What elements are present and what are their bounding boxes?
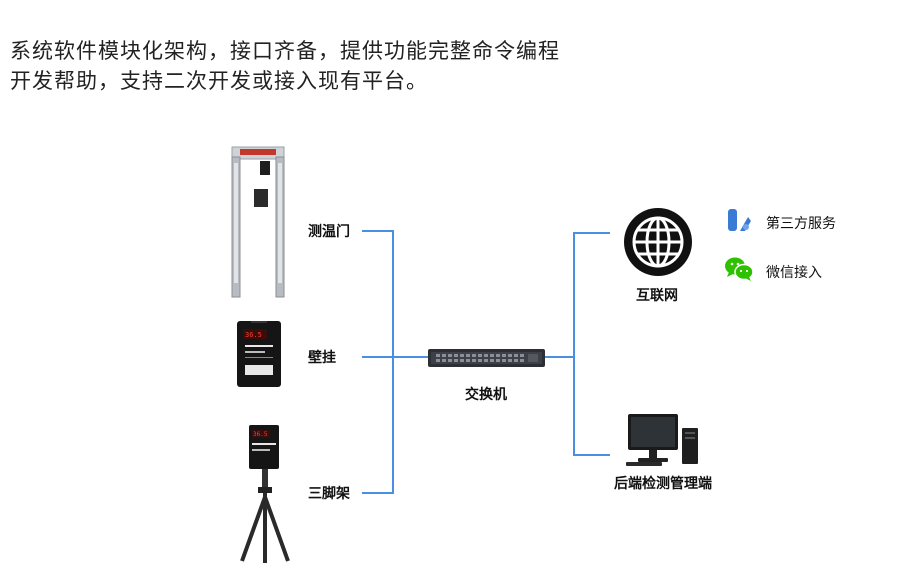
label-third-party-service: 第三方服务 xyxy=(766,216,836,232)
svg-text:36.5: 36.5 xyxy=(245,331,262,339)
left-bus-line xyxy=(362,230,394,494)
temperature-gate-device xyxy=(231,146,285,298)
backend-computer-device xyxy=(626,414,698,466)
intro-line-1: 系统软件模块化架构，接口齐备，提供功能完整命令编程 xyxy=(10,39,560,63)
third-party-service-icon xyxy=(728,209,751,231)
wall-mount-device: 36.5 xyxy=(237,321,281,387)
network-switch-device xyxy=(428,349,545,367)
intro-text: 系统软件模块化架构，接口齐备，提供功能完整命令编程 开发帮助，支持二次开发或接入… xyxy=(10,36,560,96)
label-backend-management: 后端检测管理端 xyxy=(614,476,712,492)
label-wechat-access: 微信接入 xyxy=(766,265,822,281)
label-wall-mount: 壁挂 xyxy=(308,350,336,366)
globe-icon xyxy=(624,208,692,276)
svg-text:36.5: 36.5 xyxy=(253,431,268,438)
intro-line-2: 开发帮助，支持二次开发或接入现有平台。 xyxy=(10,69,428,93)
label-temperature-gate: 测温门 xyxy=(308,224,350,240)
label-switch: 交换机 xyxy=(465,387,507,403)
wechat-icon xyxy=(725,257,754,281)
right-bus-line xyxy=(573,232,610,456)
tripod-device: 36.5 xyxy=(240,425,290,563)
label-internet: 互联网 xyxy=(636,288,678,304)
label-tripod: 三脚架 xyxy=(308,486,350,502)
